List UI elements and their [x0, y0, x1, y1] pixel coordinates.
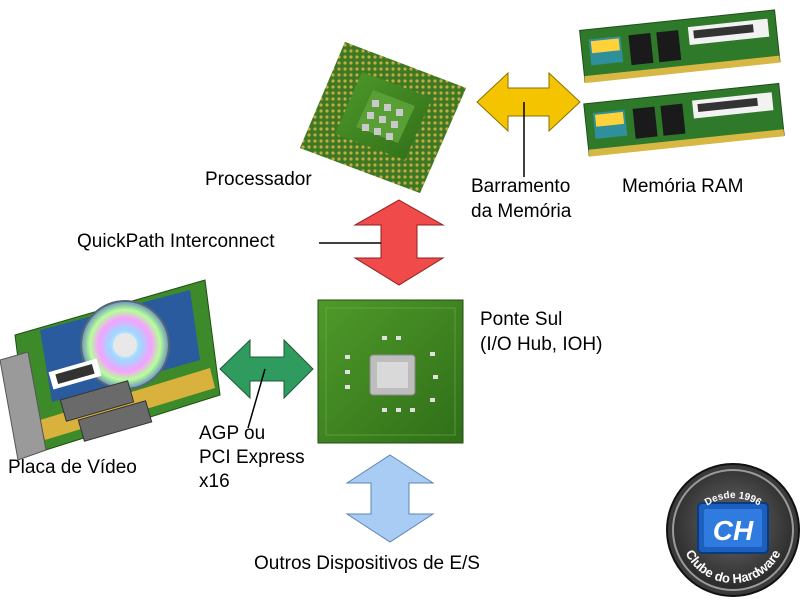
agp-leader-line [247, 368, 266, 429]
quickpath-label: QuickPath Interconnect [77, 231, 275, 252]
memory-bus-arrow [476, 71, 581, 133]
io-devices-arrow [345, 454, 435, 543]
processor-label: Processador [205, 169, 312, 190]
agp-arrow [219, 338, 314, 400]
ram-image [579, 9, 785, 157]
south-bridge-chip-image [317, 299, 464, 444]
south-bridge-label-line2: (I/O Hub, IOH) [480, 334, 603, 355]
clube-do-hardware-logo: CH Desde 1996 Clube do Hardware [666, 463, 800, 597]
ram-module-top [579, 9, 781, 84]
memory-bus-label-line1: Barramento [471, 176, 571, 197]
agp-label-line3: x16 [199, 471, 230, 492]
quickpath-arrow [353, 199, 445, 286]
agp-label-line1: AGP ou [199, 423, 266, 444]
logo-initials: CH [713, 515, 754, 546]
ram-label: Memória RAM [622, 176, 744, 197]
south-bridge-label-line1: Ponte Sul [480, 309, 563, 330]
agp-label-line2: PCI Express [199, 447, 305, 468]
video-card-image [0, 279, 221, 461]
video-card-label: Placa de Vídeo [8, 457, 137, 478]
cpu-image [300, 42, 466, 193]
other-devices-label: Outros Dispositivos de E/S [254, 553, 480, 574]
ram-module-bottom [583, 82, 785, 157]
memory-bus-label-line2: da Memória [471, 201, 572, 222]
